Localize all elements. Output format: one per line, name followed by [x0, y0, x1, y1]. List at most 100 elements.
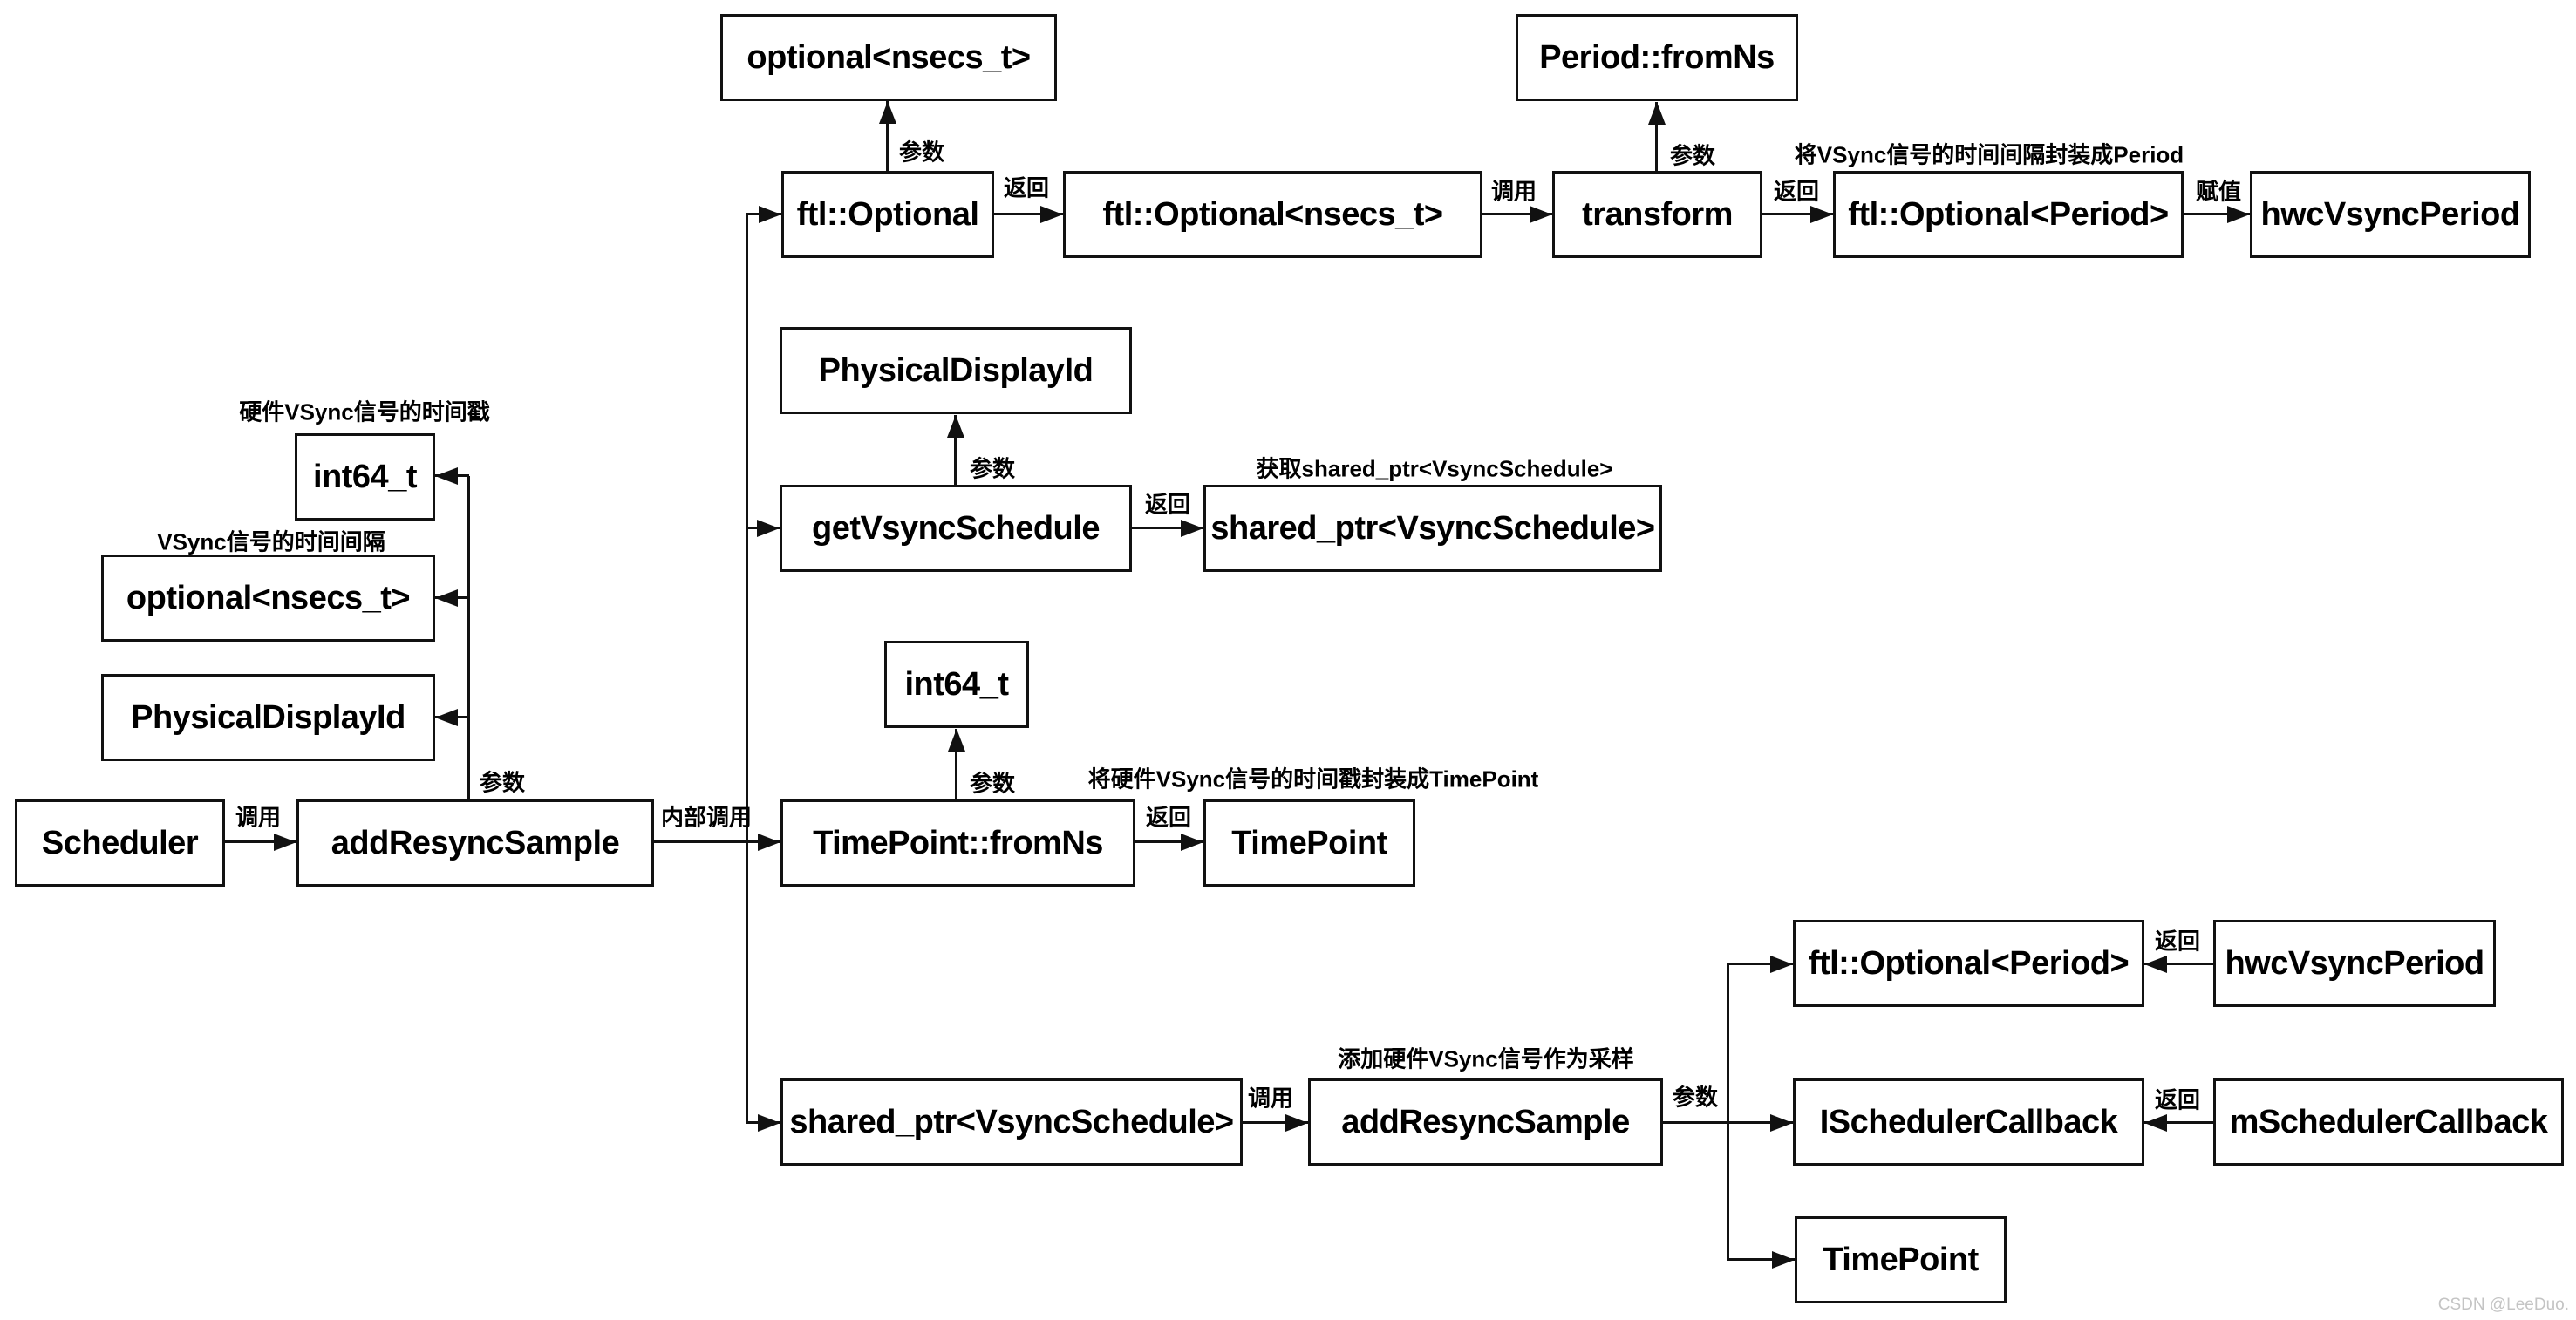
arrowhead-right-icon — [1181, 520, 1203, 537]
node-ischeduler-callback: ISchedulerCallback — [1793, 1078, 2144, 1166]
arrowhead-right-icon — [1040, 206, 1063, 223]
connector-line — [1762, 213, 1833, 215]
node-ftl-optional-nsecs: ftl::Optional<nsecs_t> — [1063, 171, 1482, 258]
arrowhead-right-icon — [1810, 206, 1833, 223]
connector-line — [886, 101, 889, 171]
node-timepoint-bottom: TimePoint — [1795, 1216, 2007, 1303]
edge-label-param: 参数 — [969, 455, 1016, 482]
node-ftl-optional-period-top: ftl::Optional<Period> — [1833, 171, 2184, 258]
node-optional-nsecs-top: optional<nsecs_t> — [720, 14, 1057, 101]
arrowhead-right-icon — [759, 206, 781, 223]
node-label: int64_t — [904, 665, 1009, 703]
edge-label-return: 返回 — [1145, 804, 1192, 831]
edge-label-return: 返回 — [2154, 928, 2201, 955]
node-shared-ptr-vsync-bottom: shared_ptr<VsyncSchedule> — [780, 1078, 1243, 1166]
node-ftl-optional: ftl::Optional — [781, 171, 994, 258]
arrowhead-left-icon — [2144, 1114, 2167, 1132]
arrowhead-right-icon — [1772, 1251, 1795, 1269]
annotation-vsync-interval: VSync信号的时间间隔 — [157, 528, 385, 555]
node-shared-ptr-vsync-mid: shared_ptr<VsyncSchedule> — [1203, 485, 1662, 572]
node-label: TimePoint — [1823, 1241, 1979, 1278]
connector-line — [654, 840, 780, 843]
node-label: addResyncSample — [1341, 1103, 1630, 1140]
node-label: hwcVsyncPeriod — [2260, 195, 2520, 233]
node-label: PhysicalDisplayId — [131, 698, 405, 736]
annotation-get-shared-ptr: 获取shared_ptr<VsyncSchedule> — [1256, 455, 1613, 482]
edge-label-param: 参数 — [479, 769, 526, 796]
arrowhead-up-icon — [947, 415, 964, 438]
edge-label-param: 参数 — [969, 770, 1016, 797]
node-label: ftl::Optional<Period> — [1848, 195, 2169, 233]
arrowhead-left-icon — [435, 589, 458, 607]
arrowhead-up-icon — [1648, 102, 1666, 125]
node-label: addResyncSample — [331, 824, 620, 861]
connector-line — [955, 729, 957, 799]
arrowhead-right-icon — [1770, 956, 1793, 973]
node-label: ftl::Optional<Period> — [1808, 944, 2130, 982]
node-label: shared_ptr<VsyncSchedule> — [789, 1103, 1234, 1140]
edge-label-call: 调用 — [1247, 1085, 1294, 1112]
node-label: optional<nsecs_t> — [126, 579, 411, 616]
connector-line — [467, 476, 470, 799]
arrowhead-up-icon — [948, 729, 965, 752]
node-label: int64_t — [313, 458, 417, 495]
connector-line — [1243, 1121, 1308, 1124]
connector-line — [1727, 1258, 1795, 1261]
connector-line — [994, 213, 1063, 215]
edge-label-return: 返回 — [2154, 1086, 2201, 1113]
node-scheduler: Scheduler — [15, 799, 225, 887]
arrowhead-right-icon — [1530, 206, 1552, 223]
edge-label-call: 调用 — [235, 804, 282, 831]
connector-line — [2184, 213, 2250, 215]
node-physical-display-id-left: PhysicalDisplayId — [101, 674, 435, 761]
node-timepoint-fromns: TimePoint::fromNs — [780, 799, 1135, 887]
connector-line — [225, 840, 296, 843]
edge-label-param: 参数 — [898, 139, 945, 166]
connector-line — [1727, 964, 1729, 1260]
arrowhead-right-icon — [758, 1114, 780, 1132]
node-hwc-vsync-period-top: hwcVsyncPeriod — [2250, 171, 2531, 258]
node-label: hwcVsyncPeriod — [2225, 944, 2484, 982]
arrowhead-right-icon — [758, 834, 780, 851]
connector-line — [1132, 527, 1203, 529]
node-label: TimePoint — [1231, 824, 1387, 861]
node-get-vsync-schedule: getVsyncSchedule — [780, 485, 1132, 572]
arrowhead-right-icon — [1285, 1114, 1308, 1132]
annotation-add-sample: 添加硬件VSync信号作为采样 — [1338, 1045, 1634, 1072]
arrowhead-right-icon — [1770, 1114, 1793, 1132]
node-label: transform — [1582, 195, 1733, 233]
arrowhead-right-icon — [1181, 834, 1203, 851]
node-ftl-optional-period-bottom: ftl::Optional<Period> — [1793, 920, 2144, 1007]
annotation-wrap-timepoint: 将硬件VSync信号的时间戳封装成TimePoint — [1087, 765, 1539, 793]
annotation-wrap-period: 将VSync信号的时间间隔封装成Period — [1794, 141, 2184, 168]
connector-line — [746, 214, 748, 1123]
edge-label-assign: 赋值 — [2195, 178, 2242, 205]
node-period-fromns: Period::fromNs — [1516, 14, 1798, 101]
node-mscheduler-callback: mSchedulerCallback — [2213, 1078, 2564, 1166]
node-add-resync-sample-bottom: addResyncSample — [1308, 1078, 1663, 1166]
connector-line — [1727, 963, 1793, 965]
edge-label-param: 参数 — [1669, 142, 1716, 169]
connector-line — [1482, 213, 1552, 215]
edge-label-param: 参数 — [1672, 1084, 1719, 1111]
arrowhead-left-icon — [435, 709, 458, 726]
node-hwc-vsync-period-bottom: hwcVsyncPeriod — [2213, 920, 2496, 1007]
edge-label-call: 调用 — [1490, 178, 1537, 205]
edge-label-return: 返回 — [1003, 174, 1050, 201]
node-physical-display-id-mid: PhysicalDisplayId — [780, 327, 1132, 414]
node-label: getVsyncSchedule — [812, 509, 1100, 547]
arrowhead-left-icon — [435, 467, 458, 485]
node-label: mSchedulerCallback — [2229, 1103, 2548, 1140]
connector-line — [2144, 1121, 2213, 1124]
node-label: TimePoint::fromNs — [813, 824, 1103, 861]
connector-line — [954, 415, 957, 485]
arrowhead-right-icon — [2227, 206, 2250, 223]
edge-label-return: 返回 — [1144, 491, 1191, 518]
node-label: Period::fromNs — [1539, 38, 1775, 76]
arrowhead-right-icon — [274, 834, 296, 851]
edge-label-return: 返回 — [1773, 178, 1820, 205]
connector-line — [1135, 840, 1203, 843]
node-optional-nsecs-left: optional<nsecs_t> — [101, 555, 435, 642]
node-label: optional<nsecs_t> — [746, 38, 1031, 76]
